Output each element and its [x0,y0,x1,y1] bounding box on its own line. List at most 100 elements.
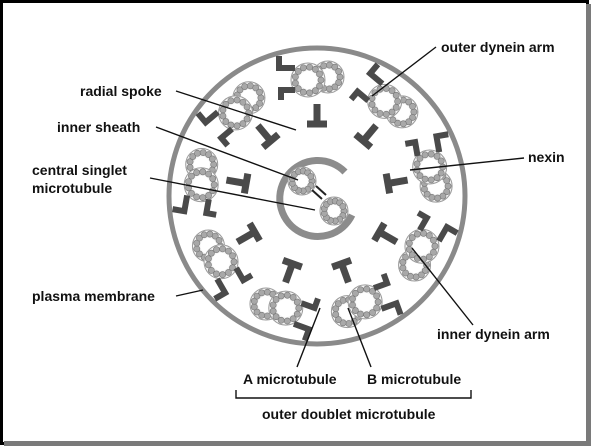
a-tubule-lumen [192,176,210,194]
a-tubule-subunit [389,109,395,115]
label-a-microtubule: A microtubule [243,371,337,387]
a-tubule-lumen [376,92,394,110]
a-tubule-subunit [284,318,290,324]
a-tubule-subunit [428,151,434,157]
a-tubule-subunit [406,240,412,246]
a-tubule-subunit [430,237,436,243]
a-tubule [219,96,253,130]
a-tubule-subunit [306,64,312,70]
a-tubule-subunit [244,104,250,110]
a-tubule-subunit [220,113,226,119]
a-tubule-subunit [349,302,355,308]
a-tubule-subunit [434,175,440,181]
a-tubule-subunit [234,97,240,103]
a-tubule-subunit [352,307,358,313]
b-tubule-subunit [194,246,200,252]
a-tubule-subunit [278,293,284,299]
a-tubule-subunit [273,314,279,320]
a-tubule-subunit [228,98,234,104]
b-tubule-subunit [251,304,257,310]
central-singlet-upper-lumen [296,175,308,187]
a-tubule [204,245,238,279]
a-tubule [269,291,303,325]
b-tubule-subunit [346,320,352,326]
a-tubule-subunit [369,101,375,107]
a-tubule-subunit [312,88,318,94]
a-tubule-subunit [414,231,420,237]
b-tubule-subunit [413,274,419,280]
a-tubule-subunit [357,287,363,293]
a-tubule-subunit [211,182,217,188]
label-plasma-membrane: plasma membrane [32,288,155,304]
a-tubule-subunit [200,169,206,175]
b-tubule-subunit [194,150,200,156]
b-tubule-subunit [216,237,222,243]
a-tubule-subunit [395,98,401,104]
b-tubule-subunit [201,232,207,238]
a-tubule-subunit [270,308,276,314]
a-tubule-subunit [292,74,298,80]
b-tubule-subunit [421,186,427,192]
a-tubule-subunit [316,71,322,77]
b-tubule-subunit [259,290,265,296]
a-tubule-subunit [234,123,240,129]
a-tubule [291,63,325,97]
a-tubule-subunit [294,299,300,305]
b-tubule-subunit [340,297,346,303]
a-tubule-subunit [270,302,276,308]
a-tubule-subunit [223,118,229,124]
label-radial-spoke: radial spoke [80,83,162,99]
b-tubule-subunit [211,161,217,167]
label-inner-dynein-arm: inner dynein arm [437,326,550,342]
b-tubule-subunit [444,177,450,183]
label-central-singlet-line1: central singlet [32,162,127,178]
a-tubule-subunit [229,253,235,259]
a-tubule-lumen [299,71,317,89]
a-tubule-subunit [372,107,378,113]
b-tubule-subunit [209,156,215,162]
label-outer-doublet-microtubule: outer doublet microtubule [262,406,436,422]
a-tubule-subunit [369,310,375,316]
a-tubule-subunit [284,292,290,298]
label-outer-dynein-arm: outer dynein arm [441,39,555,55]
a-tubule-subunit [422,152,428,158]
a-tubule-subunit [318,77,324,83]
label-inner-sheath: inner sheath [57,119,140,135]
a-tubule-subunit [374,293,380,299]
central-singlet-lower-subunit [340,203,346,209]
a-tubule-subunit [383,111,389,117]
b-tubule-subunit [337,74,343,80]
frame-shadow-bottom [4,441,591,446]
b-tubule-subunit [400,265,406,271]
a-tubule-subunit [205,262,211,268]
b-tubule-subunit [242,83,248,89]
b-tubule-subunit [409,103,415,109]
a-tubule-subunit [210,176,216,182]
a-tubule-subunit [414,161,420,167]
a-tubule-subunit [300,65,306,71]
b-tubule-subunit [256,89,262,95]
b-tubule-subunit [326,86,332,92]
a-tubule-subunit [428,177,434,183]
a-tubule-subunit [349,296,355,302]
a-tubule-subunit [220,246,226,252]
a-tubule-subunit [393,92,399,98]
a-tubule-lumen [356,293,374,311]
a-tubule [368,84,402,118]
a-tubule [405,229,439,263]
b-tubule-subunit [187,164,193,170]
a-tubule-subunit [420,230,426,236]
label-nexin: nexin [528,149,565,165]
b-tubule-subunit [336,68,342,74]
central-singlet-lower-lumen [328,205,340,217]
b-tubule-subunit [258,95,264,101]
a-tubule-subunit [409,252,415,258]
b-tubule-subunit [400,121,406,127]
b-tubule-subunit [411,109,417,115]
central-singlet-lower [320,197,348,225]
a-tubule-subunit [432,243,438,249]
label-b-microtubule: B microtubule [367,371,461,387]
a-tubule-subunit [240,121,246,127]
a-tubule-subunit [290,316,296,322]
